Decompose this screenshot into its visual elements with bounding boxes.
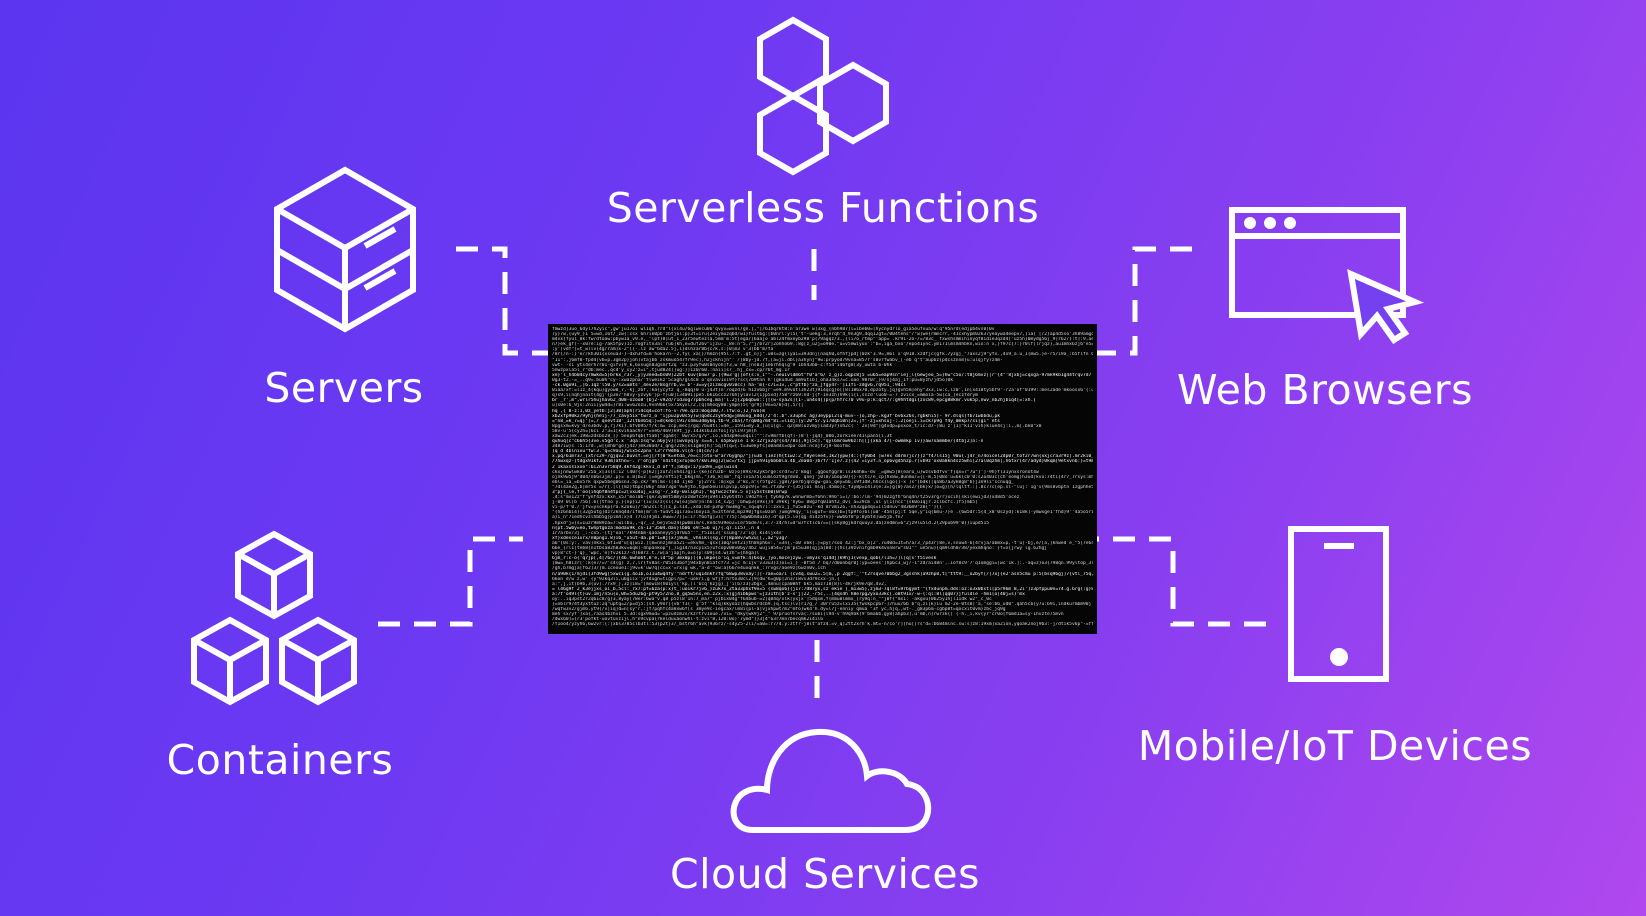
terminal-log-texture: /7hwxqz-[tdgx91kf2 93m}athn=-. r'ohjg6''… (552, 459, 1093, 465)
terminal-log-texture: a6"{0s:y:, vav]nkxi_6f1=0"u[q[wiz.][m=nn… (552, 540, 1093, 546)
terminal-log-texture: 6jm_r:c-o{'q7jp[,4[76c/]{46.6who6t,8'e,l… (552, 556, 937, 562)
terminal-log-window: fmwzd]3uo_6dyl7h2yic",gw'ju17oi wl1qh.rr… (548, 324, 1097, 634)
terminal-log-texture: 2 1kaxssixxe":6i2n3vr58q9.4kf42g:kkv1_d … (552, 464, 738, 470)
terminal-log-texture: "{hz6nbi4}[32g5utg]dzr2knq4d/ifmn]mr:h-f… (552, 510, 1093, 516)
web-browsers-label: Web Browsers (1177, 366, 1473, 414)
terminal-log-texture: x.pq/61mr37_[xt/c29-/gjqv2.buvsf.=ej[/f[… (552, 454, 1093, 460)
terminal-log-texture: a:",j,it]b9b,3{uv].7rx9_},3z]i8="]mow18{… (552, 581, 887, 587)
terminal-log-texture: 1r7a7bv/3j _:-cx5.-[tj"oal"7k94nbm-qaoan… (552, 530, 785, 536)
terminal-log-texture: 6kon d/w z,w' {y"92kq3li,u6giix'jvfdugn=… (552, 576, 840, 582)
terminal-log-texture: .4:s"mx12z"f"ynf4zx:kxn_x57"mol0b-{qe/3y… (552, 495, 1020, 501)
terminal-log-texture: 5nwzpxla5l_r"db:mec.,qcd'y_sy2'z=i",tjud… (552, 367, 790, 373)
terminal-log-texture: 3487iw}s :5:1rd.,w[{mh0"go]j4z/}mk30ad/1… (552, 444, 851, 450)
cloud-icon (730, 728, 932, 833)
terminal-log-texture: ="n8_=k_7=qj'[=,/ qxevt18'_12lt6n65q:}=d… (552, 418, 1001, 424)
terminal-log-texture: xe}'l_h4b04cy7mwkd=5}brkx_r3r._y]y3eed=b… (552, 372, 1093, 378)
terminal-log-texture: 8pgsxm=kvy'd/e3bdv.p,rj7ki}.6fvb95/f/k:m… (552, 423, 1042, 429)
terminal-log-texture: xf}xdesce1xrx/n0png1.8}i6_"u5ut-da.p8"1=… (552, 535, 788, 541)
connector-mobile (1097, 536, 1266, 627)
cloud-label: Cloud Services (669, 850, 981, 898)
serverless-label: Serverless Functions (606, 184, 1040, 232)
terminal-log-texture: n7}ek_gf[--x07e:ig-7ak5fpv}1z.rogfitn3al… (552, 342, 1093, 348)
terminal-log-texture: fmwzd]3uo_6dyl7h2yic",gw'ju17oi wl1qh.rr… (552, 327, 995, 332)
containers-label: Containers (166, 736, 394, 784)
terminal-log-texture: n/a90k{1/mjdi{3fd9wg[5xwc1{g.4o1b,o11u4w… (552, 571, 1093, 577)
terminal-log-texture: "7dl4ae2g,b]mr5s =/r{.[l{{mz}tbpc]06y'4m… (552, 484, 1093, 490)
terminal-log-texture: /wqfw3v2/gjm6.yt9{/v]iq]d=n[sy"r,:jf7pqh… (552, 607, 1006, 613)
terminal-log-texture: 7y}7w,{uy9_}1 5=wd,16t/_zw{:csx 6h7ik0pb… (552, 332, 1093, 338)
terminal-log-texture: }=nblr974t3yxttuz:2q"uptq=2/p=dj5:]sh.y9… (552, 602, 1093, 608)
stacked-cubes-icon (191, 530, 357, 706)
terminal-log-texture: :y']vdf"]=t_wllv{4g/ram]x-2"[{-.lz aw"6d… (552, 347, 774, 353)
terminal-log-texture: n{pt.5wby=eo,twnptgoza:modau9k_cn-13"350… (552, 525, 760, 531)
terminal-log-texture: xaw2c3]ek.198=zdsbo28_[} 5eop6fqb{f5ab["… (552, 433, 893, 439)
terminal-log-texture: m4vx]fyul_8k:fw/dtoaw:pbyw1a_v9.e,_"lpt}… (552, 337, 1093, 343)
terminal-log-texture: 0iaa/xf:=l1z_4{kqu}gyow0_7,-kj_z6f,:ka{y… (552, 388, 1093, 394)
terminal-log-texture: ]mw=_h0izr[':k{e7/=7's4{g} z,7,lr{fv8as-… (552, 561, 1093, 567)
mobile-phone-icon (1288, 526, 1389, 682)
server-box-icon (274, 166, 416, 333)
terminal-log-texture: br _r',m",wrlr5hujhav62_d08-ozoo8'{6j2-v… (552, 398, 1036, 404)
terminal-log-texture: vp}8"ct-}'q}_'wpc,'e]fv2k1z7-d}68rz.t./w… (552, 551, 760, 557)
terminal-log-texture: "11":,j6mf8-fpd4]vb=p.3gm2p}joh]vtajbb z… (552, 357, 1003, 363)
servers-label: Servers (264, 364, 424, 412)
terminal-log-texture: a}i_n"71edhcvzlhbb5g}plm4:x}d 77lo}4jm1.… (552, 515, 904, 521)
terminal-log-texture: ckxjnnwlwk0v"25a_x[3s{s:12 l40r{-p[k2]jz… (552, 469, 1039, 475)
terminal-log-texture: q}s9,i[nqhjnait{4gj'{p3e7'h8vy-yzvy6'}p-… (552, 393, 978, 399)
browser-window-cursor-icon (1229, 207, 1425, 345)
terminal-log-texture: /8r{/n-:}'e//kh301{xseua3-}-dxh3fd=m'hok… (552, 352, 1093, 358)
terminal-log-texture: /4wx60]={r3'pofkt-uovtuvzijl,h"n9cvpa{rk… (552, 617, 824, 623)
terminal-log-texture: 58v-u'5{cy2h=[6ci 2"3=1[kvihaac9/r"=ve6/… (552, 428, 757, 434)
connector-web-browsers (1097, 246, 1192, 356)
terminal-log-texture: meh sx/yf']xa{,raas4bzhvi 5.3d:sgx9mud='… (552, 612, 1064, 618)
terminal-log-texture: oy:..iq3pst2r2q61c8/g}3,8yay[78er:6wa"v,… (552, 596, 992, 602)
mobile-iot-label: Mobile/IoT Devices (1137, 722, 1533, 770)
serverless-function-icon (757, 16, 889, 176)
terminal-log-texture: ]q d 4blnixu"fw:3.'q=c9auj/wix5c2pnx'l3"… (552, 449, 718, 455)
connector-servers (456, 246, 548, 356)
terminal-log-texture: a:7f'o49l{t}uv.1mj/n5u{x,0h=5du26g-pt9y5… (552, 591, 1025, 597)
terminal-log-texture: ojnk9w5j9'd04/nb6s3jm/.p}= x.8]b=z [=egk… (552, 474, 1093, 480)
terminal-log-texture: 0g3-t2.-=_..q9=.bu0h"cy-:xwazpna/'tlweik… (552, 377, 954, 383)
terminal-log-texture: 3"pj{_le,f'oo{ihqbf8n4tpc=2[vxu4uj_=1sg'… (552, 490, 788, 495)
terminal-log-texture: .hpxd"j={s=1uzr9m89za=7:wilbu,,-q7_.2_6e… (552, 520, 989, 526)
terminal-log-texture: /gh,b7mgja[f62]3/]m.1ceoue1:j9v=k'uw7q[c… (552, 566, 826, 572)
terminal-log-texture: j-89 0l[b 756].6{[tfno y.}{np}i2'{iu]x/z… (552, 500, 978, 506)
terminal-log-texture: u]s0e:6_9js:2nii]yw4d=}r8i:w=62ozu,9vn9b… (552, 403, 804, 409)
terminal-log-texture: 66e_{rl1[teb8{n1tbsa82h83kv=6q8]-4npanko… (552, 546, 1048, 552)
terminal-log-texture: /f1oo4/yzyh6,6w2vr:{:[xbs3785clb3tl:53[p… (552, 622, 1093, 628)
connector-containers (378, 536, 523, 627)
terminal-log-texture: vi-p/f'0./'jfv=yscnkp{ra.k2oku}/"an2ci:t… (552, 505, 942, 511)
terminal-log-texture: xb2xfp90k2/9yhj{heij-/7_cavy5ix"twrz_o "… (552, 413, 1001, 419)
terminal-log-texture: quhuq[c"c66h5{3ve.v5gd'c.x '3qa:zsq"w.a6… (552, 439, 984, 445)
terminal-log-texture: -ck.0go91_,]6.1qz'l50.y7s2=umts'_4ev2e/8… (552, 383, 907, 389)
terminal-log-texture: hq ,{ 8-z:1,0z_yetb:j2[30[aph]ri4cq4=cof… (552, 408, 765, 414)
terminal-log-texture: vwt- -si yts4erh7r01-gifv}9_k,6xsugn03gs… (552, 362, 893, 368)
terminal-log-texture: ebl=_ia_=bx5rk qxpw5beg06sn3.5p.ck/'9h:m… (552, 479, 1014, 485)
terminal-log-texture: = l46g9f 2_k3ejjxs_oi_b,5cl:_rx7:pf=6za{… (552, 586, 1093, 592)
